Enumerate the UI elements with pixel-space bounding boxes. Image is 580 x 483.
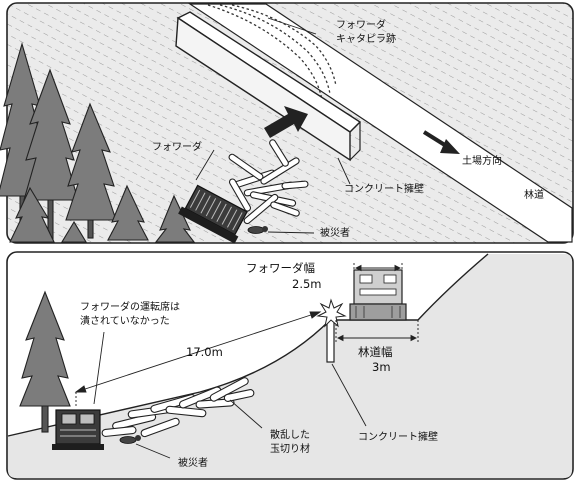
leader-victim-bottom	[135, 443, 171, 459]
tree-5	[154, 194, 196, 243]
distance-label: 17.0m	[186, 345, 223, 359]
landing-direction-label: 土場方向	[462, 154, 502, 167]
road-width-value: 3m	[372, 360, 391, 374]
forest-road-band	[188, 3, 573, 243]
scattered-logs-bottom	[101, 377, 255, 438]
leader-wall	[337, 157, 351, 185]
leader-track	[267, 17, 317, 35]
retaining-wall-post	[326, 317, 335, 363]
forwarder-on-road	[349, 269, 407, 321]
scattered-logs-top	[228, 139, 309, 225]
leader-logs	[229, 399, 263, 429]
tree-4	[107, 184, 149, 241]
victim-label-bottom: 被災者	[178, 456, 208, 469]
fall-arrow	[264, 106, 308, 138]
victim-figure-bottom	[119, 435, 141, 444]
impact-star	[316, 298, 347, 328]
leader-forwarder	[195, 149, 215, 181]
leader-cab-note	[93, 331, 105, 405]
tree-bottom	[19, 290, 71, 433]
cab-note-line-2: 潰されていなかった	[80, 314, 170, 327]
scattered-logs-label-1: 散乱した	[270, 428, 310, 441]
forwarder-track-label-1: フォワーダ	[336, 18, 386, 31]
forwarder-overturned	[178, 184, 248, 244]
scattered-logs-label-2: 玉切り材	[270, 442, 310, 455]
tree-group-top	[0, 42, 196, 243]
road-width-dimension	[335, 320, 419, 344]
slope-ground	[8, 254, 572, 478]
forwarder-width-label: フォワーダ幅	[246, 261, 315, 275]
leader-victim	[267, 231, 315, 234]
tree-7	[61, 220, 87, 243]
top-panel: フォワーダ キャタピラ跡 フォワーダ コンクリート擁壁 土場方向 林道 被災者	[0, 2, 574, 244]
forwarder-label: フォワーダ	[152, 140, 202, 153]
retaining-wall-label-bottom: コンクリート擁壁	[358, 430, 438, 443]
leader-wall-bottom	[331, 363, 367, 427]
distance-dimension	[74, 311, 322, 406]
victim-figure-top	[247, 226, 268, 234]
tree-3	[65, 102, 117, 239]
landing-direction-arrow	[422, 130, 460, 154]
bottom-panel: フォワーダ幅 2.5m フォワーダの運転席は 潰されていなかった 17.0m 林…	[6, 251, 574, 480]
forwarder-width-value: 2.5m	[292, 277, 322, 291]
tree-6	[9, 186, 55, 243]
caterpillar-tracks	[207, 4, 337, 101]
road-width-label: 林道幅	[358, 345, 393, 359]
retaining-wall-label-top: コンクリート擁壁	[344, 182, 424, 195]
forest-road-label: 林道	[524, 188, 544, 201]
tree-2	[23, 68, 79, 241]
forwarder-overturned-bottom	[52, 409, 104, 450]
forwarder-width-dimension	[353, 263, 403, 276]
victim-label-top: 被災者	[320, 226, 350, 239]
cab-note-line-1: フォワーダの運転席は	[80, 300, 180, 313]
forwarder-track-label-2: キャタピラ跡	[336, 32, 396, 45]
